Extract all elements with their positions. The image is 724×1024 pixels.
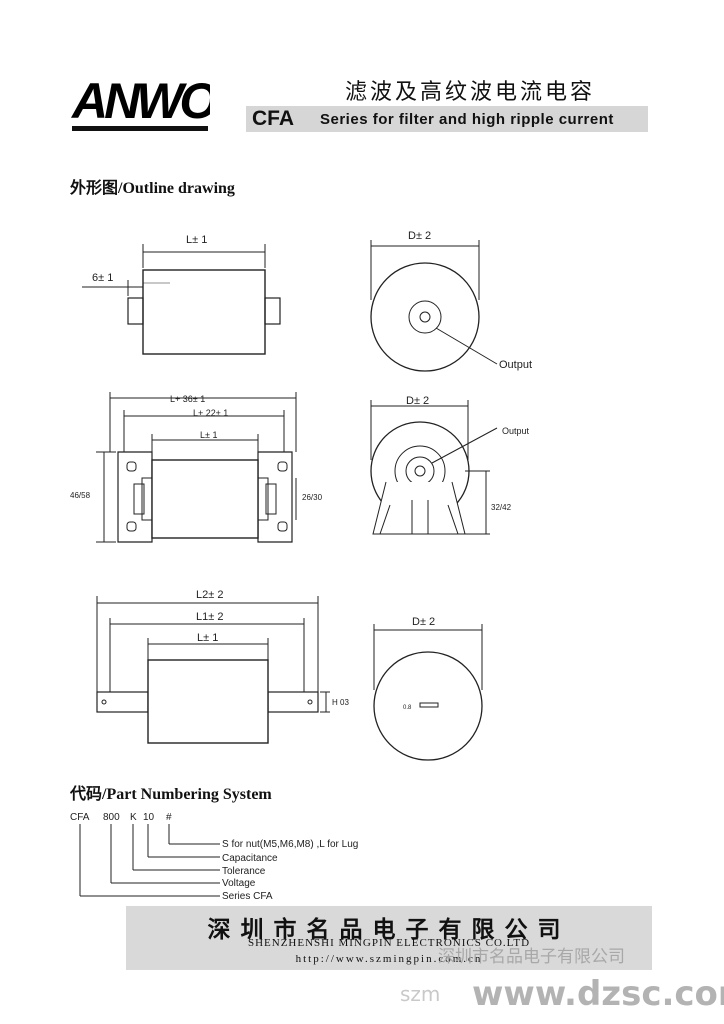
fig2-body-label: L± 1 xyxy=(200,430,217,440)
company-url: http://www.szmingpin.com.cn xyxy=(295,953,483,965)
watermark-site: www.dzsc.com xyxy=(472,974,724,1014)
label-capacitance: Capacitance xyxy=(222,853,278,864)
series-banner: CFA Series for filter and high ripple cu… xyxy=(246,106,648,132)
fig1-output-label: Output xyxy=(499,359,532,371)
label-terminal: S for nut(M5,M6,M8) ,L for Lug xyxy=(222,839,358,850)
company-footer: 深圳市名品电子有限公司 SHENZHENSHI MINGPIN ELECTRON… xyxy=(126,906,652,970)
fig1-side-view: L± 1 6± 1 xyxy=(82,234,281,355)
series-code: CFA xyxy=(252,107,294,130)
part-number-diagram: CFA 800 K 10 # S for nut(M5,M6,M8) ,L fo… xyxy=(70,812,358,902)
fig3-slot-label: 0.8 xyxy=(403,705,412,711)
code-terminal: # xyxy=(166,812,172,823)
fig3-end-view: D± 2 0.8 xyxy=(373,616,483,761)
fig3-side-view: L2± 2 L1± 2 L± 1 H 03 xyxy=(96,589,349,744)
fig2-left-height-label: 46/58 xyxy=(70,491,91,500)
outline-drawings: L± 1 6± 1 D± 2 Output xyxy=(70,230,532,761)
fig1-pin-label: 6± 1 xyxy=(92,272,113,284)
fig2-output-label: Output xyxy=(502,426,530,436)
fig2-inner-label: L+ 22± 1 xyxy=(193,408,228,418)
outline-heading: 外形图/Outline drawing xyxy=(70,180,235,197)
fig2-mid-height-label: 26/30 xyxy=(302,493,323,502)
fig1-diameter-label: D± 2 xyxy=(408,230,431,242)
fig3-body-label: L± 1 xyxy=(197,632,218,644)
fig3-h-label: H 03 xyxy=(332,698,349,707)
fig3-l1-label: L1± 2 xyxy=(196,611,223,623)
fig2-end-view: D± 2 Output 32/42 xyxy=(370,395,530,535)
code-capacitance: 10 xyxy=(143,812,155,823)
watermark-prefix: szm xyxy=(400,982,441,1006)
label-tolerance: Tolerance xyxy=(222,866,266,877)
fig1-length-label: L± 1 xyxy=(186,234,207,246)
company-name-en: SHENZHENSHI MINGPIN ELECTRONICS CO.LTD xyxy=(247,937,531,949)
watermark-company: 深圳市名品电子有限公司 xyxy=(438,947,625,967)
label-voltage: Voltage xyxy=(222,878,256,889)
fig2-right-height-label: 32/42 xyxy=(491,503,512,512)
logo-text: ANWO xyxy=(70,73,210,129)
anwo-logo: ANWO xyxy=(70,73,210,131)
code-tolerance: K xyxy=(130,812,137,823)
code-series: CFA xyxy=(70,812,90,823)
code-voltage: 800 xyxy=(103,812,120,823)
fig3-l2-label: L2± 2 xyxy=(196,589,223,601)
fig1-end-view: D± 2 Output xyxy=(370,230,532,372)
series-description: Series for filter and high ripple curren… xyxy=(320,111,614,128)
fig3-diameter-label: D± 2 xyxy=(412,616,435,628)
fig2-outer-label: L+ 36± 1 xyxy=(170,394,205,404)
label-series: Series CFA xyxy=(222,891,273,902)
fig2-side-view: L+ 36± 1 L+ 22± 1 L± 1 46/58 26/30 xyxy=(70,392,323,543)
product-title-cn: 滤波及高纹波电流电容 xyxy=(345,80,596,105)
fig2-diameter-label: D± 2 xyxy=(406,395,429,407)
company-name-cn: 深圳市名品电子有限公司 xyxy=(207,916,571,943)
part-numbering-heading: 代码/Part Numbering System xyxy=(70,786,272,803)
